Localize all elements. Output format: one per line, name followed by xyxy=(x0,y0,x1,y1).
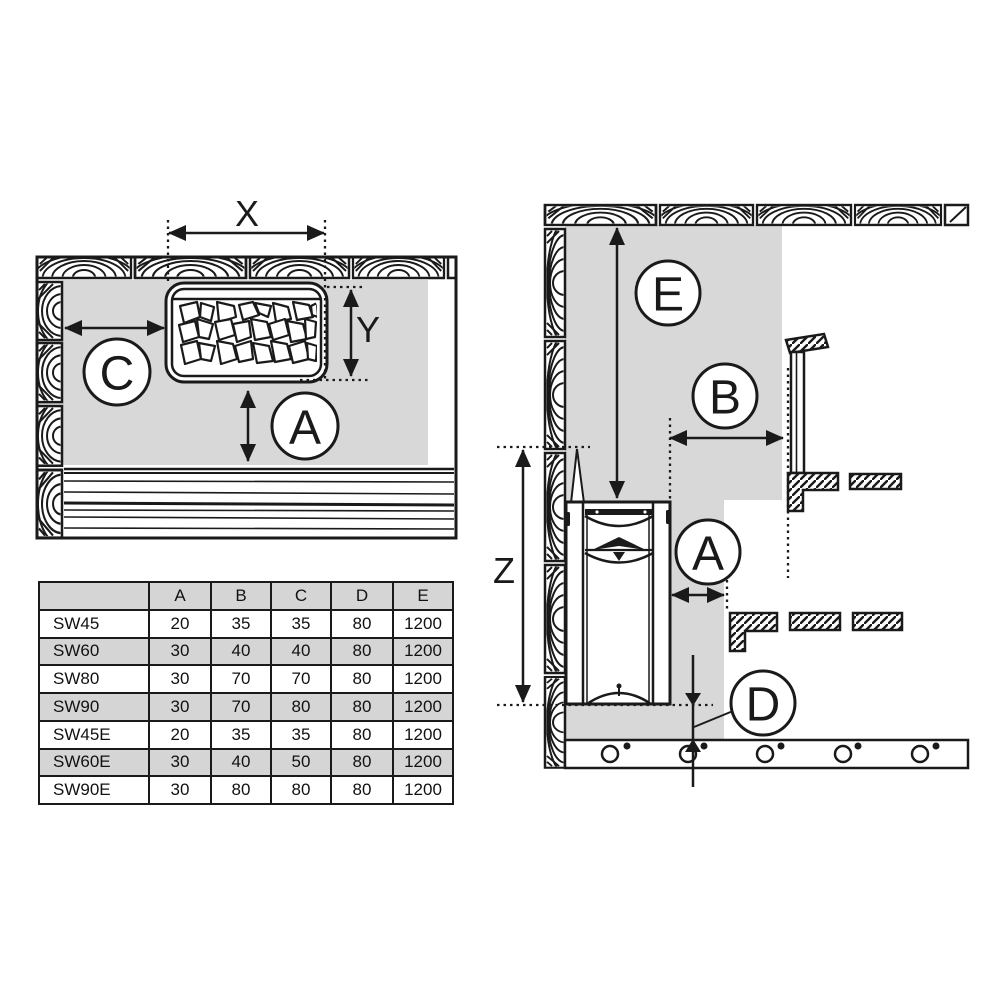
value-e: 1200 xyxy=(392,775,454,805)
header-b: B xyxy=(210,581,272,611)
value-d: 80 xyxy=(330,719,394,750)
model-name: SW60 xyxy=(38,636,150,667)
dim-label-x: X xyxy=(235,193,259,234)
dim-label-a-right: A xyxy=(692,527,724,580)
right-diagram: E B Z xyxy=(493,203,970,787)
value-a: 30 xyxy=(148,747,212,778)
value-c: 40 xyxy=(270,636,332,667)
table-header-row: A B C D E xyxy=(38,581,454,611)
dimension-table: A B C D E SW45 20 35 35 80 1200 SW60 30 … xyxy=(38,581,454,805)
dimension-a-left: A xyxy=(240,390,340,462)
value-e: 1200 xyxy=(392,747,454,778)
value-d: 80 xyxy=(330,775,394,805)
value-e: 1200 xyxy=(392,692,454,722)
value-d: 80 xyxy=(330,747,394,778)
bench-lower xyxy=(728,611,904,653)
value-e: 1200 xyxy=(392,636,454,667)
table-row: SW80 30 70 70 80 1200 xyxy=(38,664,454,694)
dim-label-c: C xyxy=(100,347,135,400)
model-name: SW90E xyxy=(38,775,150,805)
heater-top-view xyxy=(164,281,329,384)
value-d: 80 xyxy=(330,692,394,722)
value-d: 80 xyxy=(330,664,394,694)
dim-label-b: B xyxy=(709,371,741,424)
dimension-e: E xyxy=(609,227,702,499)
value-c: 35 xyxy=(270,608,332,639)
value-b: 40 xyxy=(210,747,272,778)
value-a: 20 xyxy=(148,719,212,750)
left-diagram: X Y C A xyxy=(33,193,458,545)
value-e: 1200 xyxy=(392,719,454,750)
table-row: SW60E 30 40 50 80 1200 xyxy=(38,747,454,778)
table-row: SW90E 30 80 80 80 1200 xyxy=(38,775,454,805)
dim-label-a-left: A xyxy=(289,401,321,454)
value-c: 35 xyxy=(270,719,332,750)
value-a: 30 xyxy=(148,664,212,694)
heater-side-view xyxy=(564,448,672,706)
dim-label-e: E xyxy=(652,268,684,321)
value-b: 40 xyxy=(210,636,272,667)
value-c: 80 xyxy=(270,775,332,805)
room-outline xyxy=(35,255,458,540)
header-c: C xyxy=(270,581,332,611)
header-e: E xyxy=(392,581,454,611)
value-e: 1200 xyxy=(392,664,454,694)
model-name: SW90 xyxy=(38,692,150,722)
value-b: 70 xyxy=(210,664,272,694)
value-a: 20 xyxy=(148,608,212,639)
value-b: 35 xyxy=(210,719,272,750)
dimension-y: Y xyxy=(300,285,380,382)
model-name: SW80 xyxy=(38,664,150,694)
dim-label-d: D xyxy=(746,678,781,731)
header-model xyxy=(38,581,150,611)
dimension-a-right: A xyxy=(671,518,742,612)
value-d: 80 xyxy=(330,608,394,639)
table-row: SW90 30 70 80 80 1200 xyxy=(38,692,454,722)
dimension-z: Z xyxy=(493,445,713,707)
backrest xyxy=(784,332,830,475)
header-d: D xyxy=(330,581,394,611)
value-a: 30 xyxy=(148,692,212,722)
table-row: SW45E 20 35 35 80 1200 xyxy=(38,719,454,750)
value-a: 30 xyxy=(148,636,212,667)
ceiling xyxy=(541,203,970,225)
mounting-hook-right xyxy=(666,510,671,524)
value-c: 50 xyxy=(270,747,332,778)
header-a: A xyxy=(148,581,212,611)
table-row: SW60 30 40 40 80 1200 xyxy=(38,636,454,667)
table-row: SW45 20 35 35 80 1200 xyxy=(38,608,454,639)
dimension-c: C xyxy=(64,320,165,407)
sauna-stones xyxy=(176,299,317,370)
bench-boards-top-view xyxy=(63,467,455,530)
dim-label-y: Y xyxy=(356,309,380,350)
dimension-d: D xyxy=(685,655,797,787)
value-e: 1200 xyxy=(392,608,454,639)
dimension-b: B xyxy=(668,362,790,578)
bench-upper xyxy=(786,471,903,513)
floor xyxy=(563,738,970,770)
model-name: SW45 xyxy=(38,608,150,639)
value-a: 30 xyxy=(148,775,212,805)
value-c: 80 xyxy=(270,692,332,722)
value-b: 70 xyxy=(210,692,272,722)
dim-label-z: Z xyxy=(493,550,515,591)
model-name: SW60E xyxy=(38,747,150,778)
mounting-hook-left xyxy=(565,512,570,526)
value-b: 80 xyxy=(210,775,272,805)
value-b: 35 xyxy=(210,608,272,639)
value-c: 70 xyxy=(270,664,332,694)
leader-line-d xyxy=(693,710,734,728)
wall-left xyxy=(37,276,62,545)
value-d: 80 xyxy=(330,636,394,667)
model-name: SW45E xyxy=(38,719,150,750)
wall-side-view xyxy=(545,223,565,773)
dimension-x: X xyxy=(166,193,327,379)
